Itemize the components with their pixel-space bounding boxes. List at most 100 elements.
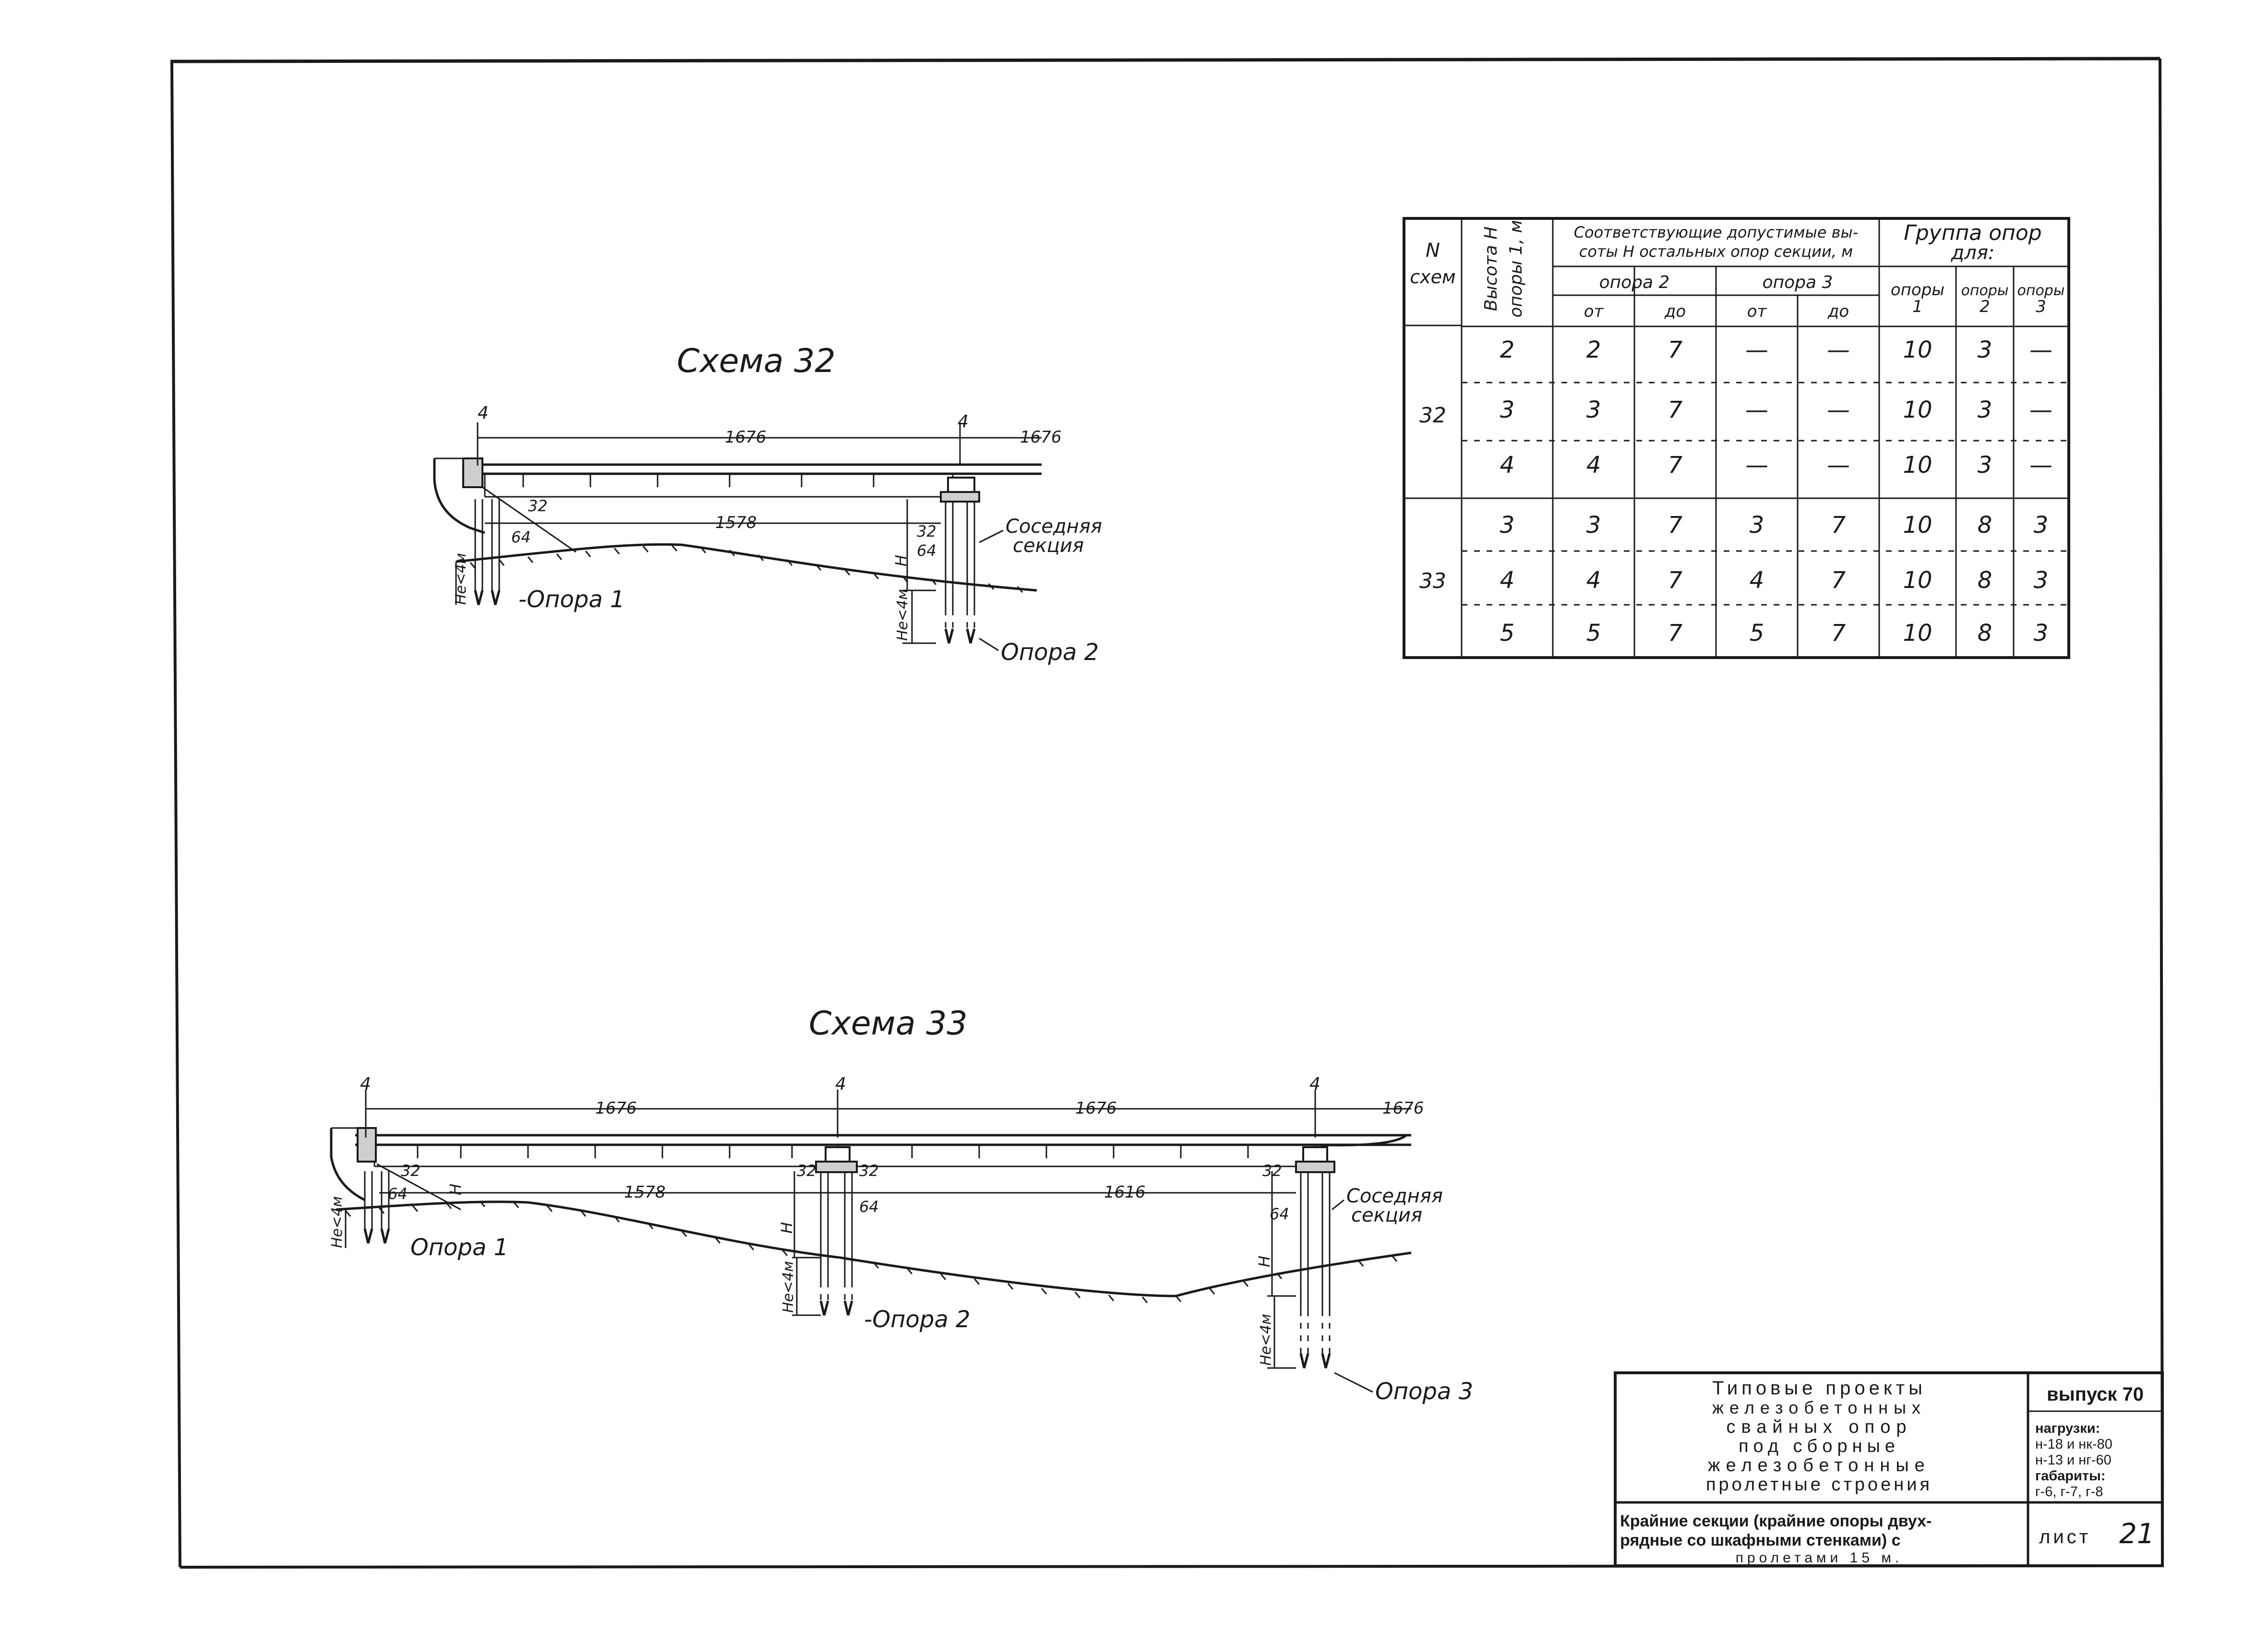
cell-grp1: 10	[1903, 512, 1932, 539]
stamp-title-line5: железобетонные	[1708, 1455, 1931, 1476]
table-row: 4 4 7 4 7 10 8 3	[1500, 567, 2049, 594]
cell-grp1: 10	[1903, 620, 1932, 647]
header-group-line1: Группа опор	[1904, 221, 2042, 245]
table-row: 2 2 7 — — 10 3 —	[1500, 336, 2052, 363]
scheme-32-dimensions	[455, 422, 1042, 644]
header-sup3-line1: опоры	[2017, 282, 2064, 299]
neighbor-section-line2: секция	[1351, 1204, 1422, 1226]
table-scheme-32: 32	[1419, 403, 1446, 428]
dim-h-2: H	[778, 1222, 796, 1234]
cell-grp1: 10	[1903, 336, 1932, 363]
stamp-title-line6: пролетные строения	[1706, 1475, 1932, 1495]
title-block: Типовые проекты железобетонных свайных о…	[1614, 1371, 2164, 1567]
table-row: 5 5 7 5 7 10 8 3	[1500, 620, 2049, 647]
cell-grp2: 8	[1978, 512, 1992, 539]
cell-s2-to: 7	[1668, 620, 1683, 647]
cell-grp2: 8	[1978, 620, 1992, 647]
cell-s2-from: 4	[1586, 452, 1601, 479]
cell-grp3: 3	[2034, 620, 2049, 647]
stamp-title: Типовые проекты железобетонных свайных о…	[1706, 1378, 1932, 1495]
cell-height: 3	[1500, 396, 1515, 423]
dim-h: H	[892, 555, 910, 566]
scheme-33-abutment	[330, 1127, 461, 1211]
support-2-label: -Опора 2	[864, 1306, 971, 1333]
header-sup3-line2: 3	[2036, 297, 2046, 316]
header-support3: опора 3	[1763, 273, 1833, 292]
cell-s2-to: 7	[1668, 567, 1683, 594]
stamp-sheet-number: 21	[2119, 1517, 2155, 1550]
cell-s2-from: 5	[1586, 620, 1601, 647]
scheme-32-support-2	[940, 477, 980, 644]
cell-grp3: —	[2029, 336, 2052, 363]
cell-s3-to: 7	[1831, 620, 1846, 647]
cell-s2-to: 7	[1668, 512, 1683, 539]
header-to-3: до	[1827, 302, 1849, 321]
stamp-title-line2: железобетонных	[1712, 1398, 1926, 1417]
neighbor-section-line1: Соседняя	[1346, 1185, 1443, 1207]
table-header: N схем Высота H опоры 1, м Соответствующ…	[1410, 220, 2064, 321]
table-row: 3 3 7 — — 10 3 —	[1500, 396, 2052, 423]
header-allowed-line2: соты H остальных опор секции, м	[1579, 242, 1853, 261]
dim-beam-h-d: 32	[1262, 1162, 1282, 1180]
cell-s2-from: 4	[1586, 567, 1601, 594]
cell-s2-to: 7	[1668, 452, 1683, 479]
dim-pile-off-b: 64	[859, 1198, 879, 1216]
header-support2: опора 2	[1599, 273, 1670, 292]
scheme-33-superstructure	[355, 1134, 1411, 1167]
cell-grp1: 10	[1903, 396, 1932, 423]
dim-h-3: H	[1255, 1256, 1273, 1267]
stamp-sheet-label: лист	[2039, 1526, 2091, 1548]
cell-height: 4	[1500, 567, 1515, 594]
stamp-subtitle-line2: рядные со шкафными стенками) с	[1620, 1531, 1901, 1549]
stamp-title-line3: свайных опор	[1727, 1417, 1912, 1437]
header-sup2-line1: опоры	[1961, 282, 2008, 299]
dim-h-1: H	[446, 1184, 465, 1195]
sheet-frame	[170, 57, 2164, 1569]
dim-depth-a: Не<4м	[329, 1196, 346, 1248]
cell-height: 2	[1500, 336, 1515, 363]
dim-span-3: 1676	[1382, 1099, 1424, 1118]
cell-s2-from: 3	[1586, 396, 1601, 423]
dim-beam-h: 32	[528, 497, 548, 515]
support-2-label: Опора 2	[1001, 639, 1099, 666]
cell-height: 4	[1500, 452, 1515, 479]
cell-s3-from: 5	[1750, 620, 1764, 647]
cell-s2-to: 7	[1668, 336, 1683, 363]
cell-s3-to: 7	[1831, 512, 1846, 539]
cell-s3-to: —	[1827, 452, 1850, 479]
dim-pile-off-2: 64	[917, 541, 936, 560]
cell-grp2: 3	[1978, 452, 1992, 479]
stamp-title-line4: под сборные	[1739, 1436, 1900, 1456]
dim-clear-1: 1578	[624, 1183, 666, 1202]
scheme-33-support-1-piles	[363, 1171, 390, 1244]
scheme-33-title: Схема 33	[809, 1005, 968, 1043]
header-sup1-line2: 1	[1912, 297, 1923, 316]
table-row: 4 4 7 — — 10 3 —	[1500, 452, 2052, 479]
cell-s3-from: 3	[1750, 512, 1764, 539]
cell-s3-from: 4	[1750, 567, 1764, 594]
cell-grp2: 3	[1978, 336, 1992, 363]
dim-pile-off-a: 64	[388, 1185, 408, 1203]
dim-depth-2: Не<4м	[894, 589, 911, 641]
table-scheme-33: 33	[1419, 569, 1446, 593]
stamp-loads-line3: н-13 и нг-60	[2035, 1452, 2112, 1468]
scheme-33-support-2	[815, 1146, 858, 1316]
stamp-subtitle-line1: Крайние секции (крайние опоры двух-	[1620, 1512, 1932, 1530]
table-grid	[1403, 217, 2070, 659]
stamp-subtitle-line3: пролетами 15 м.	[1736, 1550, 1903, 1566]
header-group-line2: для:	[1951, 242, 1995, 264]
cell-grp3: —	[2029, 396, 2052, 423]
cell-s3-from: —	[1745, 452, 1768, 479]
cell-s3-to: 7	[1831, 567, 1846, 594]
dim-beam-h-b: 32	[797, 1162, 816, 1180]
dim-span-next: 1676	[1020, 428, 1062, 447]
cell-s2-to: 7	[1668, 396, 1683, 423]
cell-s2-from: 2	[1586, 336, 1601, 363]
header-allowed-line1: Соответствующие допустимые вы-	[1574, 223, 1859, 241]
scheme-33-dimensions	[345, 1090, 1411, 1369]
scheme-33-support-3	[1295, 1146, 1335, 1368]
cell-grp2: 3	[1978, 396, 1992, 423]
scheme-32-dimension-labels: 4 1676 4 1676 1578 32 64 32 64 H Не<4м Н…	[453, 403, 1062, 641]
stamp-loads: нагрузки: н-18 и нк-80 н-13 и нг-60 габа…	[2035, 1421, 2112, 1500]
cell-grp2: 8	[1978, 567, 1992, 594]
